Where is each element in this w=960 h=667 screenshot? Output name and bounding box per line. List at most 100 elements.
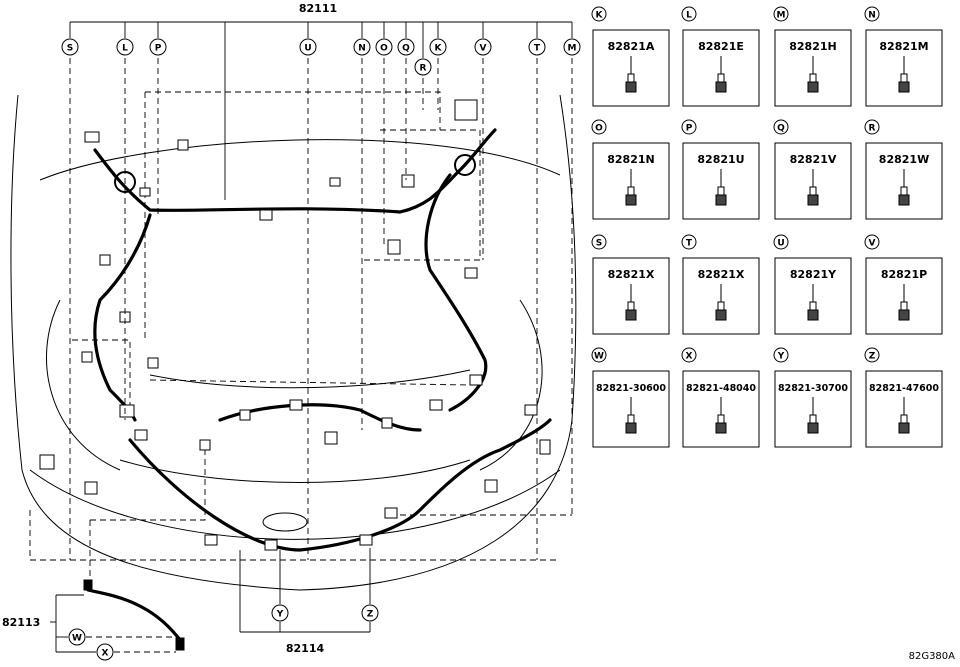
part-card-w: W 82821-30600 [591, 347, 670, 448]
connector-icon [715, 56, 727, 93]
svg-text:Z: Z [367, 610, 374, 620]
svg-text:U: U [304, 44, 311, 54]
part-letter: P [686, 123, 693, 133]
part-card-v: V 82821P [864, 234, 943, 335]
part-letter: Q [777, 123, 785, 133]
left-part-number: 82113 [2, 616, 40, 629]
top-callouts: S L P U N O Q R K V T M [61, 38, 581, 76]
part-card-m: M 82821H [773, 6, 852, 107]
connector-icon [807, 169, 819, 206]
part-letter-bubble [864, 6, 880, 22]
connector-icon [625, 397, 637, 434]
callout-n: N [353, 38, 371, 56]
callout-x: X [96, 643, 114, 661]
part-letter-bubble [773, 119, 789, 135]
connector-icon [807, 397, 819, 434]
part-letter: K [596, 10, 604, 20]
callout-w: W [68, 628, 86, 646]
fender-line-left [46, 299, 121, 471]
part-number: 82821H [789, 40, 836, 53]
body-outline-outer [10, 94, 577, 591]
harness-left-drop [93, 213, 152, 422]
callout-p: P [149, 38, 167, 56]
part-letter: U [777, 238, 784, 248]
svg-text:L: L [122, 44, 128, 54]
connector-icon [625, 169, 637, 206]
part-letter: N [868, 10, 876, 20]
part-letter-bubble [864, 119, 880, 135]
svg-text:Y: Y [276, 610, 284, 620]
connector-icon [715, 397, 727, 434]
part-letter: S [596, 238, 602, 248]
part-letter-bubble [864, 234, 880, 250]
part-number: 82821A [608, 40, 655, 53]
sub-harness-82113: W X 82113 [2, 579, 185, 661]
part-letter-bubble [681, 6, 697, 22]
hood-line [39, 139, 561, 181]
callout-q: Q [397, 38, 415, 56]
part-letter-bubble [591, 6, 607, 22]
callout-m: M [563, 38, 581, 56]
svg-text:S: S [67, 44, 73, 54]
connector-icon [625, 284, 637, 321]
part-letter-bubble [773, 6, 789, 22]
part-number: 82821E [698, 40, 744, 53]
part-letter-bubble [681, 234, 697, 250]
callout-k: K [429, 38, 447, 56]
callout-u: U [299, 38, 317, 56]
callout-t: T [528, 38, 546, 56]
part-letter: M [777, 10, 786, 20]
connector-icon [898, 397, 910, 434]
connector-icon [715, 169, 727, 206]
grille-line [119, 459, 471, 483]
part-number: 82821P [881, 268, 927, 281]
part-card-n: N 82821M [864, 6, 943, 107]
connector-icon [898, 56, 910, 93]
part-letter-bubble [864, 347, 880, 363]
svg-text:X: X [102, 649, 109, 659]
part-letter-bubble [591, 119, 607, 135]
callout-y: Y [271, 604, 289, 622]
bumper-line [29, 469, 561, 540]
part-number: 82821M [879, 40, 928, 53]
part-card-k: K 82821A [591, 6, 670, 107]
dashed-frame-6 [90, 450, 206, 521]
harness-upper [93, 128, 497, 214]
part-number: 82821-30600 [596, 383, 666, 394]
svg-text:P: P [155, 44, 162, 54]
part-number: 82821N [607, 153, 654, 166]
main-part-number: 82111 [299, 2, 337, 15]
dashed-frame-3 [360, 129, 481, 261]
part-number: 82821-47600 [869, 383, 939, 394]
dashed-frame-4 [72, 339, 131, 410]
part-letter: T [686, 238, 693, 248]
engine-bay-drawing: 82111 [2, 2, 581, 661]
harness-front [128, 418, 552, 552]
connector-icon [807, 284, 819, 321]
connector-icon [807, 56, 819, 93]
svg-text:V: V [480, 44, 487, 54]
reference-code: 82G380A [909, 651, 956, 662]
part-letter: W [594, 351, 604, 361]
connector-icon [625, 56, 637, 93]
svg-text:Q: Q [402, 44, 410, 54]
part-letter: V [869, 238, 876, 248]
callout-r: R [414, 58, 432, 76]
part-letter-bubble [773, 347, 789, 363]
dashed-frame-1 [145, 91, 441, 130]
connector-icon [898, 284, 910, 321]
svg-text:M: M [568, 44, 577, 54]
part-letter: Y [777, 351, 785, 361]
part-number: 82821-30700 [778, 383, 848, 394]
part-letter-bubble [681, 347, 697, 363]
part-letter-bubble [773, 234, 789, 250]
callout-o: O [375, 38, 393, 56]
part-number: 82821Y [790, 268, 837, 281]
part-letter-bubble [591, 347, 607, 363]
harness-center [218, 403, 422, 432]
